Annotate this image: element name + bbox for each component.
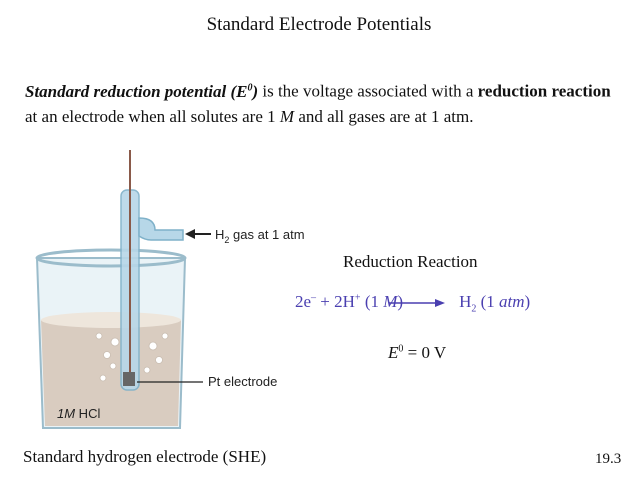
potential-symbol: E	[388, 343, 399, 362]
eq-conc-close: )	[397, 292, 404, 311]
potential-superscript: 0	[398, 343, 404, 355]
potential-value: = 0 V	[403, 343, 447, 362]
gas-bubbles	[95, 332, 169, 382]
pt-plate	[123, 372, 135, 386]
eq-product-state-open: (1	[476, 292, 500, 311]
eq-product-state-close: )	[524, 292, 531, 311]
definition-term-close: )	[252, 81, 259, 101]
definition-term-superscript: 0	[247, 82, 253, 93]
solution-surface	[41, 312, 181, 328]
solution	[41, 320, 181, 426]
h2-label: H2 gas at 1 atm	[215, 227, 305, 245]
h2-arrow-head	[185, 229, 195, 239]
eq-conc-open: (1	[360, 292, 384, 311]
pt-label: Pt electrode	[208, 374, 277, 389]
beaker-rim	[35, 248, 187, 268]
solution-label: 1M HCl	[57, 406, 100, 421]
eq-conc-unit: M	[383, 292, 398, 311]
definition-text-1: is the voltage associated with a	[258, 81, 478, 101]
eq-electrons: 2e	[295, 292, 312, 311]
definition-emphasis: reduction reaction	[477, 81, 611, 101]
eq-product-subscript: 2	[471, 303, 477, 315]
reduction-equation: 2e– + 2H+ (1 M) H2 (1 atm)	[295, 292, 530, 314]
slide-number: 19.3	[595, 451, 622, 467]
definition-paragraph: Standard reduction potential (E0) is the…	[25, 75, 625, 129]
definition-text-3: and all gases are at 1 atm.	[294, 106, 474, 126]
definition-unit: M	[279, 106, 295, 126]
standard-potential: E0 = 0 V	[388, 343, 446, 363]
eq-proton-charge: +	[354, 292, 361, 304]
reaction-arrow	[389, 299, 446, 308]
eq-product-state-unit: atm	[499, 292, 525, 311]
she-caption: Standard hydrogen electrode (SHE)	[23, 447, 267, 466]
eq-electron-charge: –	[311, 292, 317, 304]
side-arm	[138, 217, 184, 241]
eq-product: H	[459, 292, 472, 311]
eq-protons: + 2H	[316, 292, 355, 311]
definition-text-2: at an electrode when all solutes are 1	[25, 106, 280, 126]
reaction-heading: Reduction Reaction	[343, 252, 478, 271]
slide-title: Standard Electrode Potentials	[206, 14, 432, 35]
she-diagram: H2 gas at 1 atm Pt electrode 1M HCl	[35, 150, 305, 429]
definition-term: Standard reduction potential (E	[25, 81, 248, 101]
